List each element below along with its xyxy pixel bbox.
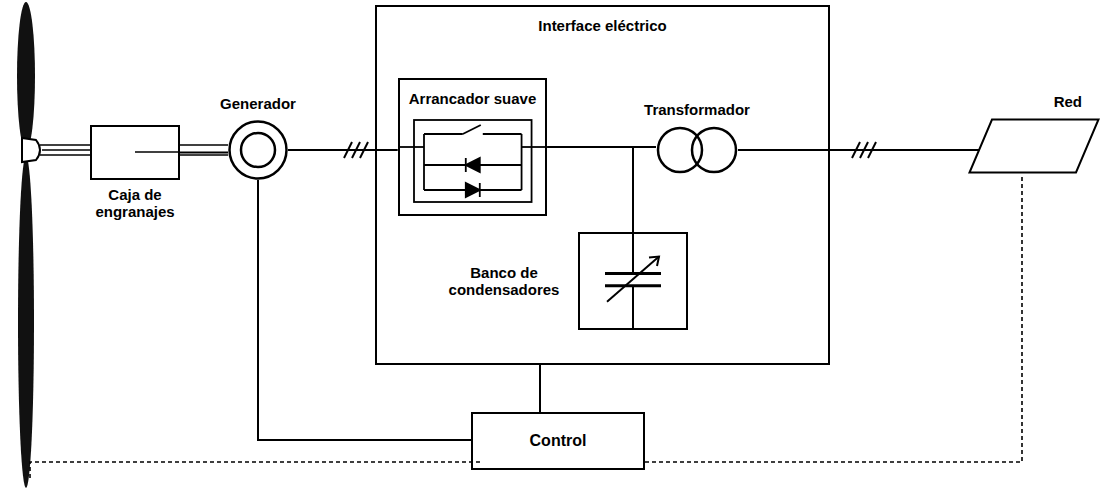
- control-signal-line: [645, 174, 1022, 462]
- node-label: Transformador: [644, 101, 750, 118]
- node-label: Caja de engranajes: [79, 186, 191, 221]
- power-line: [547, 147, 633, 232]
- power-line: [738, 149, 981, 151]
- node-label: Interface eléctrico: [377, 7, 828, 34]
- power-line: [288, 149, 398, 151]
- capacitor-bank-box: Banco de condensadores: [578, 232, 688, 330]
- power-line: [180, 152, 228, 154]
- soft-starter-box: Arrancador suave: [398, 78, 548, 216]
- turbine-hub: [22, 138, 40, 162]
- node-label: Banco de condensadores: [436, 264, 572, 299]
- grid-symbol-drawing: [968, 118, 1100, 174]
- gearbox-box: Caja de engranajes: [90, 125, 180, 180]
- interface-panel: Arrancador suaveTransformadorBanco de co…: [375, 5, 830, 365]
- node-label: Red: [1054, 93, 1082, 110]
- turbine-blade: [17, 2, 35, 150]
- node-label: Arrancador suave: [400, 80, 546, 107]
- turbine-blade: [18, 156, 34, 488]
- node-label: Generador: [220, 95, 296, 112]
- shaft: [40, 145, 228, 155]
- generator-symbol-drawing: [228, 120, 288, 180]
- power-line: [258, 180, 471, 440]
- control-box: Control: [471, 412, 645, 470]
- grid-symbol: Red: [968, 118, 1100, 174]
- node-label: Control: [473, 432, 643, 450]
- control-signal-line: [30, 462, 480, 480]
- capacitor-bank-box-drawing: [580, 234, 686, 328]
- generator-symbol: Generador: [228, 120, 288, 180]
- power-line: [539, 365, 541, 412]
- transformer-symbol-drawing: [656, 126, 738, 174]
- transformer-symbol: Transformador: [656, 126, 738, 174]
